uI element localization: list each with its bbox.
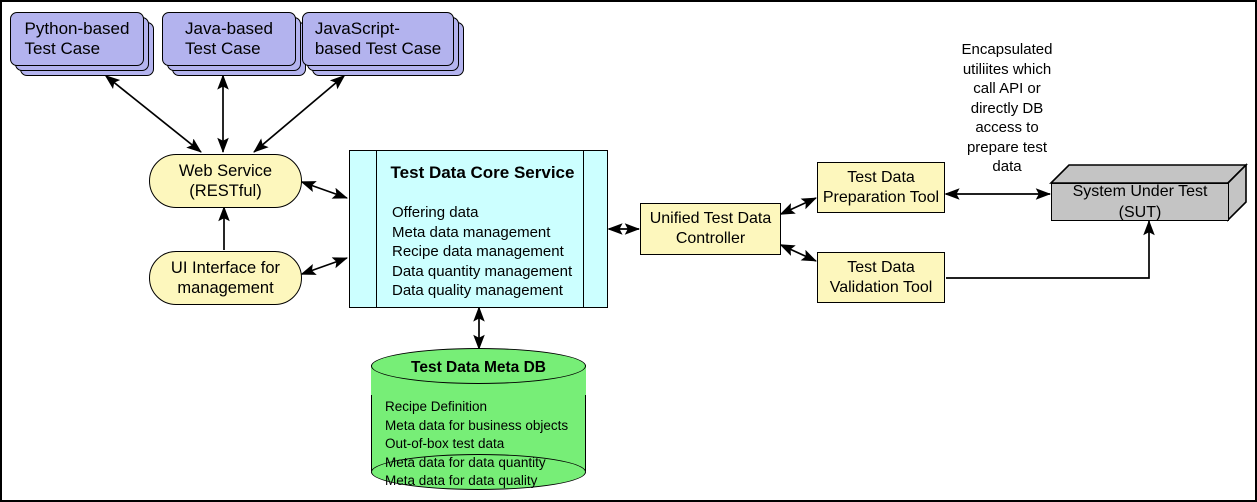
validation-tool-label-line1: Test Data bbox=[847, 258, 915, 276]
cylinder-top bbox=[371, 348, 586, 384]
encapsulated-utilities-annotation: Encapsulated utiliites which call API or… bbox=[932, 40, 1082, 177]
preparation-tool-label-line2: Preparation Tool bbox=[822, 188, 940, 206]
db-title: Test Data Meta DB bbox=[411, 359, 546, 376]
unified-test-data-controller[interactable]: Unified Test Data Controller bbox=[640, 203, 781, 255]
web-service-label-line2: (RESTful) bbox=[189, 182, 262, 200]
edge-javascript-webservice bbox=[253, 74, 346, 153]
core-feature-item: Meta data management bbox=[392, 223, 551, 241]
annotation-line: data bbox=[992, 158, 1022, 175]
test-case-python[interactable]: Python-based Test Case bbox=[10, 12, 154, 76]
test-data-preparation-tool[interactable]: Test Data Preparation Tool bbox=[817, 162, 945, 213]
test-case-java[interactable]: Java-based Test Case bbox=[162, 12, 306, 76]
stack-sheet-front: Python-based Test Case bbox=[10, 12, 144, 66]
test-data-validation-tool[interactable]: Test Data Validation Tool bbox=[817, 252, 945, 303]
ui-interface-node[interactable]: UI Interface for management bbox=[149, 251, 302, 305]
cylinder-bottom bbox=[371, 454, 586, 490]
test-data-meta-db[interactable]: Test Data Meta DB Recipe Definition Meta… bbox=[371, 348, 586, 491]
test-case-label: Java-based Test Case bbox=[185, 19, 273, 58]
core-left-divider bbox=[376, 151, 377, 307]
core-feature-item: Recipe data management bbox=[392, 243, 564, 260]
annotation-line: directly DB bbox=[970, 99, 1044, 117]
ui-interface-label-line2: management bbox=[177, 279, 274, 297]
core-feature-item: Offering data bbox=[392, 204, 479, 221]
web-service-label-line1: Web Service bbox=[178, 162, 273, 180]
db-item: Out-of-box test data bbox=[385, 436, 505, 451]
controller-label-line2: Controller bbox=[675, 230, 746, 247]
db-item: Recipe Definition bbox=[385, 399, 488, 414]
cube-3d-faces bbox=[1049, 163, 1248, 222]
annotation-line: call API or bbox=[973, 80, 1041, 97]
core-right-divider bbox=[583, 151, 584, 307]
test-case-label: Python-based Test Case bbox=[24, 19, 130, 58]
edge-python-webservice bbox=[104, 74, 202, 153]
annotation-line: prepare test bbox=[966, 138, 1048, 156]
edge-controller-validation bbox=[779, 244, 817, 262]
edge-validation-sut bbox=[946, 219, 1155, 279]
preparation-tool-label-line1: Test Data bbox=[847, 168, 915, 186]
test-data-core-service[interactable]: Test Data Core Service Offering data Met… bbox=[349, 150, 608, 308]
ui-interface-label-line1: UI Interface for bbox=[170, 259, 281, 277]
core-feature-item: Data quantity management bbox=[392, 262, 573, 280]
core-feature-item: Data quality management bbox=[392, 282, 563, 299]
db-item-list: Recipe Definition Meta data for business… bbox=[385, 398, 568, 491]
web-service-node[interactable]: Web Service (RESTful) bbox=[149, 154, 302, 208]
edge-webservice-core bbox=[300, 181, 348, 199]
sut-label: System Under Test (SUT) bbox=[1072, 183, 1208, 221]
annotation-line: utiliites which bbox=[962, 60, 1052, 78]
core-service-title: Test Data Core Service bbox=[390, 163, 575, 182]
validation-tool-label-line2: Validation Tool bbox=[829, 278, 933, 296]
core-service-feature-list: Offering data Meta data management Recip… bbox=[384, 183, 572, 301]
annotation-line: Encapsulated bbox=[961, 41, 1053, 58]
stack-sheet-front: JavaScript- based Test Case bbox=[302, 12, 454, 66]
test-case-label: JavaScript- based Test Case bbox=[314, 19, 442, 58]
stack-sheet-front: Java-based Test Case bbox=[162, 12, 296, 66]
cube-front-face: System Under Test (SUT) bbox=[1051, 183, 1229, 221]
db-item: Meta data for data quantity bbox=[385, 454, 546, 470]
system-under-test[interactable]: System Under Test (SUT) bbox=[1049, 163, 1248, 222]
annotation-line: access to bbox=[975, 119, 1039, 136]
db-item: Meta data for data quality bbox=[385, 473, 538, 488]
db-item: Meta data for business objects bbox=[385, 417, 569, 433]
edge-controller-preparation bbox=[779, 197, 817, 215]
test-case-javascript[interactable]: JavaScript- based Test Case bbox=[302, 12, 464, 76]
edge-ui-core bbox=[300, 257, 348, 275]
controller-label-line1: Unified Test Data bbox=[649, 210, 772, 227]
